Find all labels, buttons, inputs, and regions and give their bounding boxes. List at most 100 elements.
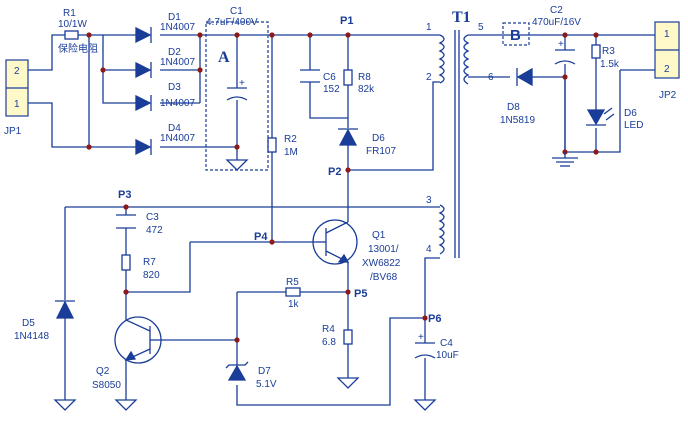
zener-d7: D7 5.1V xyxy=(225,361,277,390)
r7-ref: R7 xyxy=(143,257,156,268)
t1-aux-winding xyxy=(438,204,445,255)
jp2-pin1-label: 1 xyxy=(664,29,670,40)
q2-ref: Q2 xyxy=(96,366,110,377)
junction-dot xyxy=(345,167,351,173)
r4-value: 6.8 xyxy=(322,337,336,348)
r8-value: 82k xyxy=(358,84,375,95)
junction-dot xyxy=(562,32,568,38)
junction-dot xyxy=(100,67,106,73)
jp1-pin1-label: 1 xyxy=(14,99,20,110)
d3-value: 1N4007 xyxy=(160,98,195,109)
r3-value: 1.5k xyxy=(600,59,620,70)
c4-ref: C4 xyxy=(440,338,453,349)
d2-ref: D2 xyxy=(168,47,181,58)
d2-value: 1N4007 xyxy=(160,57,195,68)
d1-value: 1N4007 xyxy=(160,22,195,33)
r2-value: 1M xyxy=(284,147,298,158)
junction-dot xyxy=(197,32,203,38)
ground-icon xyxy=(225,159,249,171)
jp1-ref: JP1 xyxy=(4,126,22,137)
diode-d4: D4 1N4007 xyxy=(135,123,195,156)
d4-value: 1N4007 xyxy=(160,133,195,144)
resistor-r7: R7 820 xyxy=(121,254,160,281)
node-p6: P6 xyxy=(428,313,441,325)
d8-value: 1N5819 xyxy=(500,115,535,126)
t1-secondary-winding xyxy=(463,34,470,85)
diode-d8: D8 1N5819 xyxy=(500,67,535,126)
jp2-ref: JP2 xyxy=(659,90,677,101)
capacitor-c1: + C1 4.7uF/400V xyxy=(206,6,258,171)
q1-value2: XW6822 xyxy=(362,258,401,269)
t1-pin5: 5 xyxy=(478,22,484,33)
junction-dot xyxy=(234,32,240,38)
c4-polarity: + xyxy=(418,332,424,343)
t1-pin4: 4 xyxy=(426,244,432,255)
t1-pin1: 1 xyxy=(426,22,432,33)
t1-primary-winding xyxy=(438,34,445,84)
connector-jp2: 1 2 JP2 xyxy=(654,21,680,101)
ground-icon xyxy=(114,399,138,411)
resistor-r4: R4 6.8 xyxy=(322,324,360,389)
c6-ref: C6 xyxy=(323,72,336,83)
d3-ref: D3 xyxy=(168,82,181,93)
transformer-t1: T1 1 2 3 4 5 6 xyxy=(426,9,494,258)
r5-ref: R5 xyxy=(286,277,299,288)
resistor-r3: R3 1.5k xyxy=(591,44,620,70)
q1-ref: Q1 xyxy=(372,230,386,241)
d6-value: FR107 xyxy=(366,146,396,157)
c1-polarity: + xyxy=(239,78,245,89)
junction-dot xyxy=(269,239,275,245)
d7-ref: D7 xyxy=(258,366,271,377)
ground-icon xyxy=(413,399,437,411)
q2-value: S8050 xyxy=(92,380,121,391)
node-p2: P2 xyxy=(328,166,341,178)
r4-ref: R4 xyxy=(322,324,335,335)
d7-value: 5.1V xyxy=(256,379,277,390)
t1-pin2: 2 xyxy=(426,72,432,83)
r7-value: 820 xyxy=(143,270,160,281)
block-b-label: B xyxy=(510,27,521,44)
d6-led-value: LED xyxy=(624,120,643,131)
junction-dot xyxy=(86,32,92,38)
jp1-pin2-label: 2 xyxy=(14,66,20,77)
junction-dot xyxy=(123,289,129,295)
r2-ref: R2 xyxy=(284,134,297,145)
node-p5: P5 xyxy=(354,288,367,300)
d8-ref: D8 xyxy=(507,102,520,113)
wires xyxy=(28,34,655,406)
resistor-r8: R8 82k xyxy=(343,69,375,95)
t1-pin3: 3 xyxy=(426,195,432,206)
ground-icon xyxy=(336,377,360,389)
r1-ref: R1 xyxy=(63,8,76,19)
node-p3: P3 xyxy=(118,189,131,201)
c2-ref: C2 xyxy=(550,5,563,16)
node-labels: P1 P2 P3 P4 P5 P6 xyxy=(118,15,441,325)
capacitor-c6: C6 152 xyxy=(300,69,340,95)
r3-ref: R3 xyxy=(602,46,615,57)
junction-dot xyxy=(123,204,129,210)
junction-dot xyxy=(593,32,599,38)
block-a-label: A xyxy=(218,49,230,66)
diode-d6: D6 FR107 xyxy=(338,128,396,157)
q1-value1: 13001/ xyxy=(368,244,399,255)
d6-ref: D6 xyxy=(372,133,385,144)
diode-d1: D1 1N4007 xyxy=(135,12,195,44)
resistor-r5: R5 1k xyxy=(285,277,301,310)
transistor-q2: Q2 S8050 xyxy=(92,316,162,411)
transistor-q1: Q1 13001/ XW6822 /BV68 xyxy=(312,212,401,283)
d5-ref: D5 xyxy=(22,318,35,329)
r5-value: 1k xyxy=(288,299,300,310)
c6-value: 152 xyxy=(323,84,340,95)
diode-d3: D3 1N4007 xyxy=(135,82,195,112)
r1-value: 10/1W xyxy=(58,19,87,30)
c3-ref: C3 xyxy=(146,212,159,223)
capacitor-c2: + C2 470uF/16V xyxy=(532,5,581,167)
connector-jp1: 2 1 JP1 xyxy=(4,59,29,137)
capacitor-c4: + C4 10uF xyxy=(413,332,459,411)
junction-dot xyxy=(86,144,92,150)
resistor-r2: R2 1M xyxy=(267,134,298,158)
junction-dot xyxy=(269,32,275,38)
ground-icon xyxy=(53,399,77,411)
node-p4: P4 xyxy=(254,231,268,243)
